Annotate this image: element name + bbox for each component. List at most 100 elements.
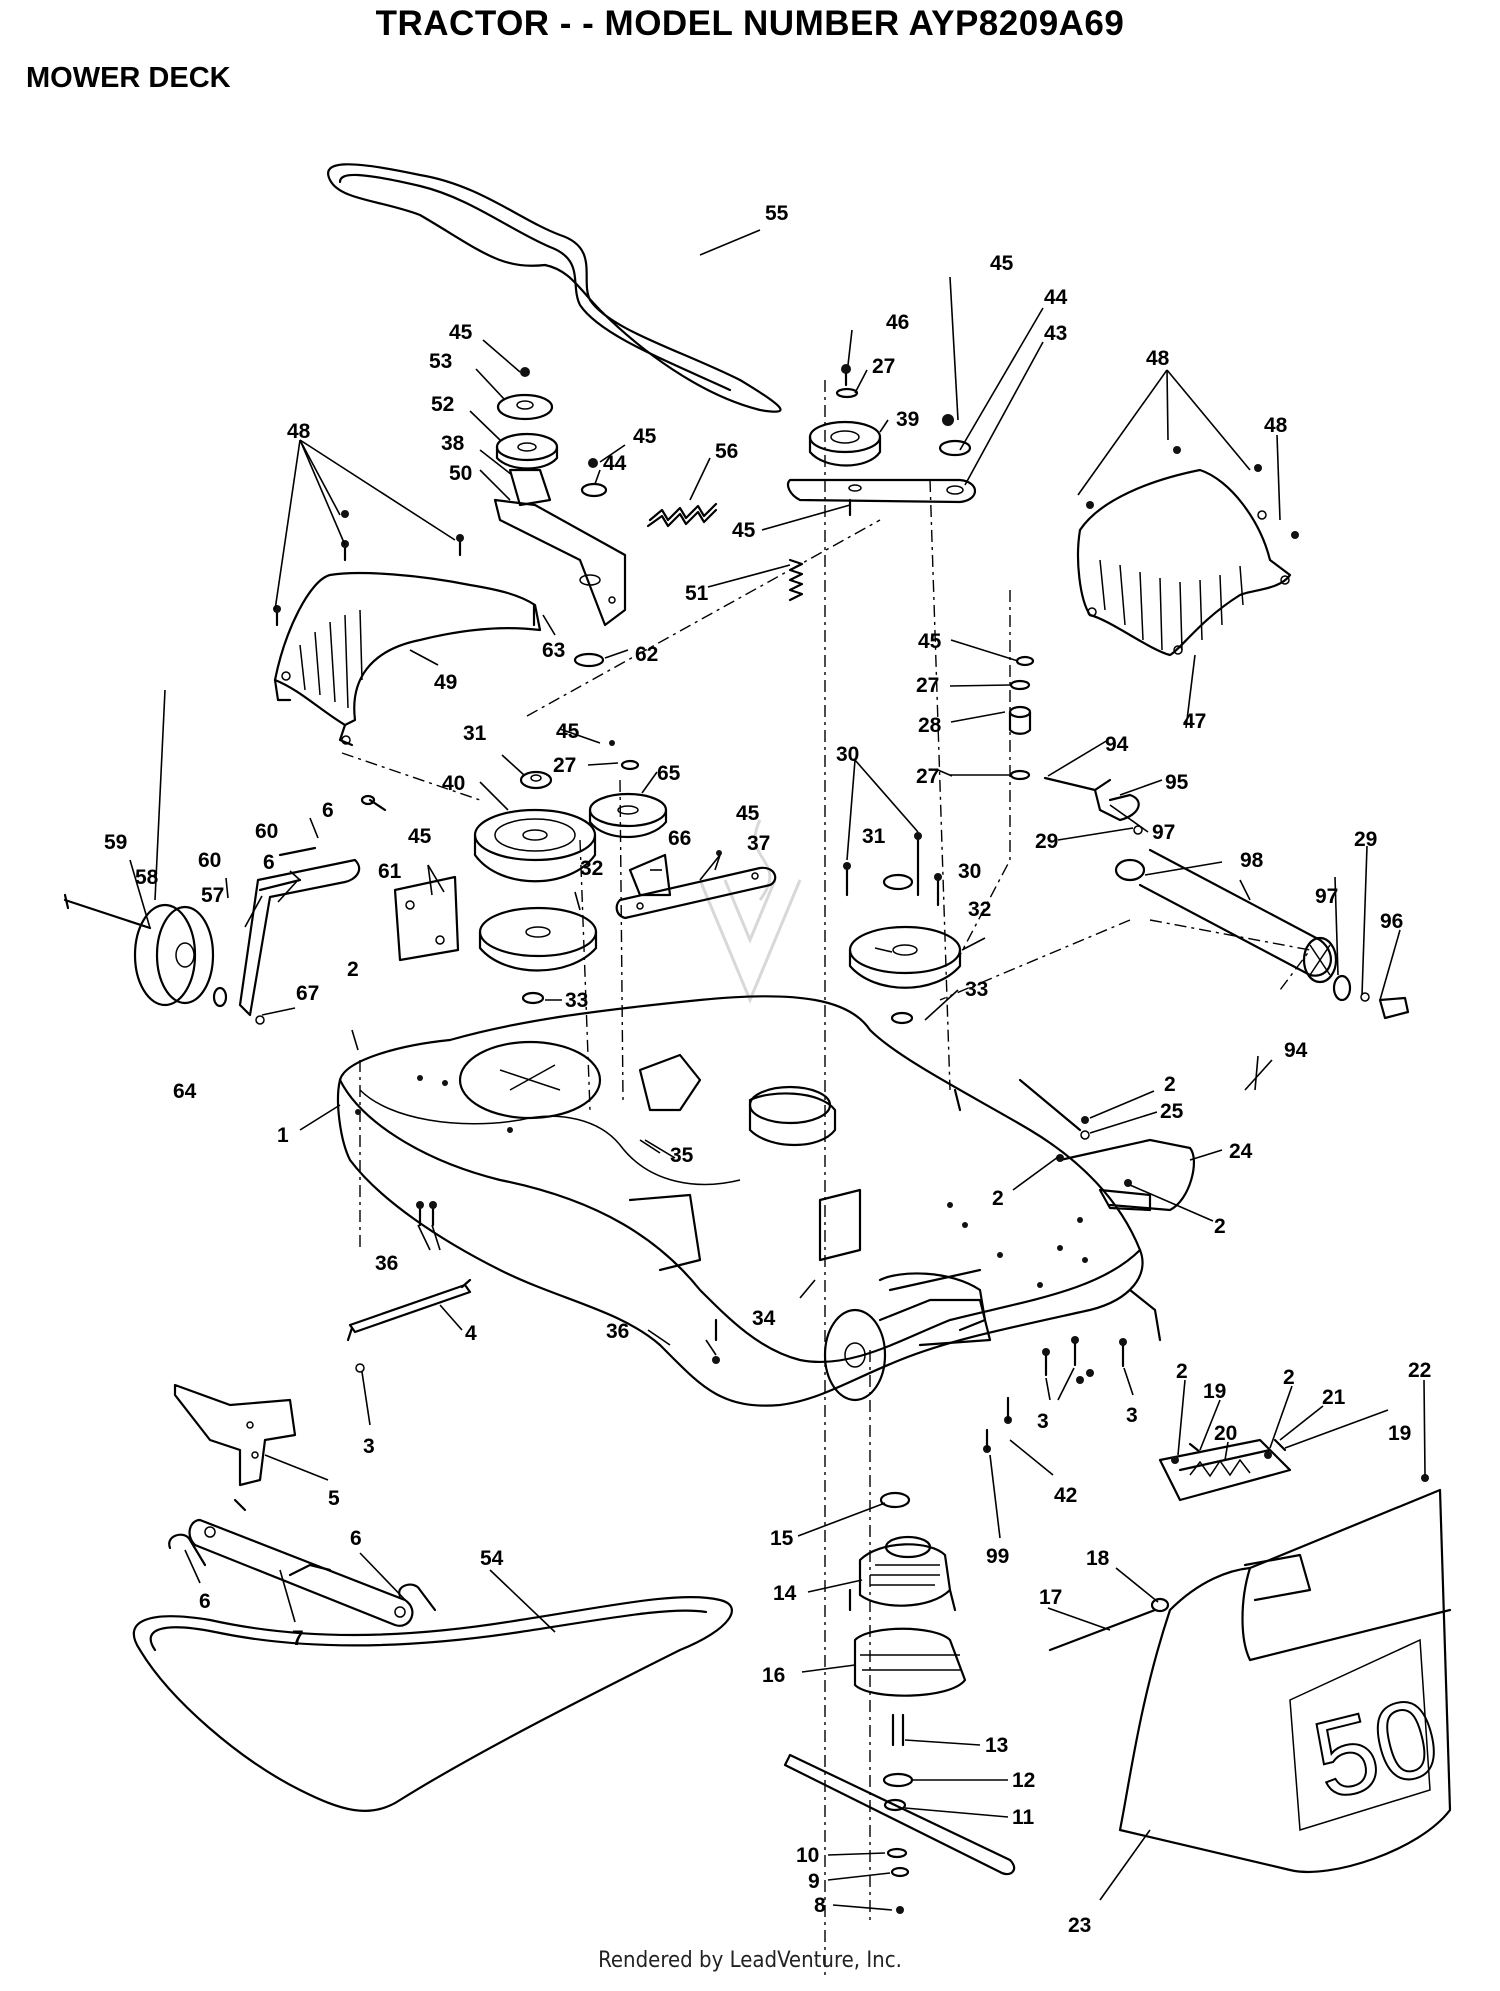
callout-33: 33 xyxy=(965,978,988,1001)
callout-5: 5 xyxy=(328,1487,340,1510)
callout-48: 48 xyxy=(1146,347,1170,370)
callout-44: 44 xyxy=(603,452,627,475)
callout-12: 12 xyxy=(1012,1769,1035,1792)
callout-54: 54 xyxy=(480,1547,504,1570)
callout-97: 97 xyxy=(1315,885,1338,908)
callout-99: 99 xyxy=(986,1545,1009,1568)
callout-94: 94 xyxy=(1284,1039,1308,1062)
support-bar-4 xyxy=(346,1201,720,1373)
idler-pulley-39-assembly xyxy=(786,364,977,517)
callout-30: 30 xyxy=(958,860,981,883)
deck-fasteners xyxy=(355,1075,1088,1288)
callout-34: 34 xyxy=(752,1307,776,1330)
callout-31: 31 xyxy=(862,825,886,848)
callout-29: 29 xyxy=(1354,828,1377,851)
callout-52: 52 xyxy=(431,393,454,416)
callout-11: 11 xyxy=(1012,1806,1035,1829)
callout-20: 20 xyxy=(1214,1422,1237,1445)
blade-spindle-assembly xyxy=(783,1491,1016,1914)
callout-36: 36 xyxy=(375,1252,398,1275)
spring-51 xyxy=(788,558,804,602)
callout-6: 6 xyxy=(199,1590,211,1613)
callout-46: 46 xyxy=(886,311,909,334)
rod-17 xyxy=(1048,1597,1170,1652)
callout-6: 6 xyxy=(263,851,275,874)
callout-30: 30 xyxy=(836,743,859,766)
bracket-66-and-37 xyxy=(615,850,777,920)
callout-36: 36 xyxy=(606,1320,629,1343)
callout-39: 39 xyxy=(896,408,919,431)
callout-18: 18 xyxy=(1086,1547,1110,1570)
callout-13: 13 xyxy=(985,1734,1008,1757)
idler-arm-assembly-left xyxy=(493,367,627,668)
callout-2: 2 xyxy=(992,1187,1004,1210)
callout-50: 50 xyxy=(449,462,472,485)
callout-2: 2 xyxy=(347,958,359,981)
callout-43: 43 xyxy=(1044,322,1067,345)
callout-16: 16 xyxy=(762,1664,785,1687)
callout-25: 25 xyxy=(1160,1100,1184,1123)
callout-55: 55 xyxy=(765,202,789,225)
spacer-stack-28 xyxy=(1008,655,1035,781)
render-credit: Rendered by LeadVenture, Inc. xyxy=(598,1948,902,1973)
spindle-pulleys-left xyxy=(473,770,598,1005)
callout-58: 58 xyxy=(135,866,159,889)
gauge-wheel-left xyxy=(63,794,460,1025)
callout-3: 3 xyxy=(363,1435,375,1458)
callout-94: 94 xyxy=(1105,733,1129,756)
callout-leaders xyxy=(129,229,1426,1911)
callout-65: 65 xyxy=(657,762,681,785)
callout-45: 45 xyxy=(732,519,756,542)
spindle-pulleys-right xyxy=(843,832,962,1025)
callout-29: 29 xyxy=(1035,830,1058,853)
callout-27: 27 xyxy=(553,754,576,777)
callout-33: 33 xyxy=(565,989,588,1012)
callout-56: 56 xyxy=(715,440,738,463)
callout-32: 32 xyxy=(968,898,991,921)
discharge-chute-23: 50 xyxy=(1118,1488,1452,1874)
deck-bolts xyxy=(983,1336,1127,1453)
callout-60: 60 xyxy=(255,820,278,843)
callout-6: 6 xyxy=(350,1527,362,1550)
watermark-logo xyxy=(698,819,802,1004)
callout-28: 28 xyxy=(918,714,942,737)
callout-2: 2 xyxy=(1176,1360,1188,1383)
callout-38: 38 xyxy=(441,432,465,455)
pulley-cover-47 xyxy=(1076,446,1299,657)
callout-2: 2 xyxy=(1283,1366,1295,1389)
callout-40: 40 xyxy=(442,772,465,795)
callout-44: 44 xyxy=(1044,286,1068,309)
callout-53: 53 xyxy=(429,350,452,373)
callout-45: 45 xyxy=(990,252,1014,275)
callout-22: 22 xyxy=(1408,1359,1431,1382)
callout-32: 32 xyxy=(580,857,603,880)
callout-21: 21 xyxy=(1322,1386,1346,1409)
callout-9: 9 xyxy=(808,1870,820,1893)
chute-size-marking: 50 xyxy=(1302,1674,1450,1823)
callout-1: 1 xyxy=(277,1124,289,1147)
callout-2: 2 xyxy=(1164,1073,1176,1096)
callout-3: 3 xyxy=(1037,1410,1049,1433)
callout-60: 60 xyxy=(198,849,221,872)
callout-27: 27 xyxy=(916,674,939,697)
belt-54 xyxy=(132,1595,733,1812)
callout-37: 37 xyxy=(747,832,770,855)
callout-42: 42 xyxy=(1054,1484,1077,1507)
callout-45: 45 xyxy=(918,630,942,653)
page-title: TRACTOR - - MODEL NUMBER AYP8209A69 xyxy=(375,4,1125,43)
callout-15: 15 xyxy=(770,1527,794,1550)
callout-45: 45 xyxy=(736,802,760,825)
callout-48: 48 xyxy=(1264,414,1288,437)
pulley-65 xyxy=(588,740,668,839)
callout-57: 57 xyxy=(201,884,224,907)
callout-7: 7 xyxy=(292,1627,304,1650)
callout-47: 47 xyxy=(1183,710,1206,733)
callout-24: 24 xyxy=(1229,1140,1253,1163)
callout-62: 62 xyxy=(635,643,658,666)
section-title: MOWER DECK xyxy=(26,62,231,94)
callout-95: 95 xyxy=(1165,771,1189,794)
callout-97: 97 xyxy=(1152,821,1175,844)
gauge-wheel-front xyxy=(888,1088,982,1292)
callout-66: 66 xyxy=(668,827,691,850)
